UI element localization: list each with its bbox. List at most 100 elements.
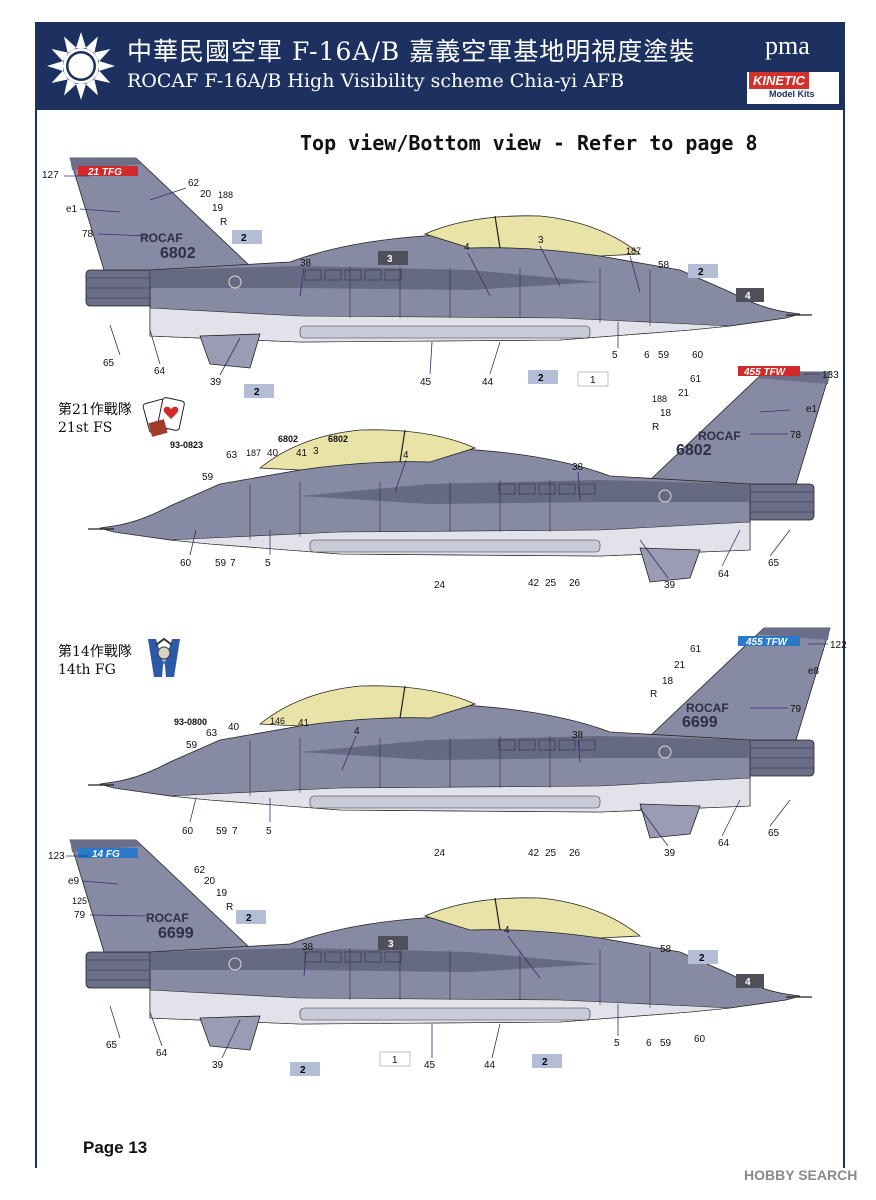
- callout-127: 127: [42, 170, 59, 181]
- callout-41: 41: [296, 448, 308, 459]
- decal-box-2: 2: [538, 373, 544, 384]
- callout-20: 20: [200, 189, 212, 200]
- callout-18: 18: [662, 676, 674, 687]
- unit-cn: 第14作戰隊: [58, 644, 132, 660]
- callout-e8: e8: [808, 666, 820, 677]
- callout-4: 4: [464, 242, 470, 253]
- callout-188: 188: [218, 190, 233, 200]
- svg-text:pma: pma: [765, 31, 810, 60]
- callout-122: 122: [830, 640, 847, 651]
- aircraft-4-tail-stripe: [78, 848, 138, 858]
- callout-r: R: [220, 217, 227, 228]
- subtitle-view-reference: Top view/Bottom view - Refer to page 8: [300, 131, 758, 155]
- aircraft-1-tail-text: 21 TFG: [87, 167, 122, 178]
- callout-7: 7: [230, 558, 236, 569]
- callout-38: 38: [302, 942, 314, 953]
- aircraft-4-tail-text: 14 FG: [92, 849, 120, 860]
- callout-62: 62: [194, 865, 206, 876]
- callout-58: 58: [658, 260, 670, 271]
- aircraft-4-rocaf: ROCAF: [146, 911, 189, 925]
- title-chinese: 中華民國空軍 F-16A/B 嘉義空軍基地明視度塗裝: [127, 37, 696, 66]
- title-english: ROCAF F-16A/B High Visibility scheme Chi…: [127, 70, 625, 92]
- callout-3: 3: [313, 446, 319, 457]
- roc-sun-emblem-icon: [47, 32, 115, 100]
- left-border-line: [35, 110, 37, 1168]
- callout-61: 61: [690, 374, 702, 385]
- callout-187: 187: [246, 448, 261, 458]
- callout-serial: 93-0823: [170, 440, 203, 450]
- callout-41: 41: [298, 718, 310, 729]
- callout-61: 61: [690, 644, 702, 655]
- aircraft-1-profile: 21 TFG ROCAF 6802 127 62 20 188 19 R e1 …: [42, 157, 813, 398]
- aircraft-3-number: 6699: [682, 714, 718, 731]
- callout-5: 5: [265, 558, 271, 569]
- callout-64: 64: [718, 569, 730, 580]
- callout-4: 4: [504, 925, 510, 936]
- callout-24: 24: [434, 848, 446, 859]
- callout-39: 39: [212, 1060, 224, 1071]
- callout-25: 25: [545, 848, 557, 859]
- callout-44: 44: [484, 1060, 496, 1071]
- header-banner: 中華民國空軍 F-16A/B 嘉義空軍基地明視度塗裝 ROCAF F-16A/B…: [35, 22, 845, 110]
- callout-45: 45: [420, 377, 432, 388]
- callout-24: 24: [434, 580, 446, 591]
- decal-box-2: 2: [542, 1057, 548, 1068]
- aircraft-1-number: 6802: [160, 245, 196, 262]
- callout-63: 63: [206, 728, 218, 739]
- 14fg-indian-chief-emblem: [144, 637, 184, 679]
- callout-e1: e1: [66, 204, 78, 215]
- callout-6: 6: [644, 350, 650, 361]
- callout-59: 59: [660, 1038, 672, 1049]
- right-border-line: [843, 110, 845, 1168]
- aircraft-3-tail-stripe: [738, 636, 800, 646]
- callout-60: 60: [694, 1034, 706, 1045]
- aircraft-1-tail-stripe: [78, 166, 138, 176]
- callout-65: 65: [768, 828, 780, 839]
- callout-6802: 6802: [328, 434, 348, 444]
- callout-60: 60: [180, 558, 192, 569]
- callout-serial: 93-0800: [174, 717, 207, 727]
- callout-38: 38: [572, 730, 584, 741]
- unit-label-14fg: 第14作戰隊 14th FG: [58, 643, 132, 679]
- callout-26: 26: [569, 848, 581, 859]
- callout-39: 39: [664, 580, 676, 591]
- callout-38: 38: [572, 462, 584, 473]
- callout-20: 20: [204, 876, 216, 887]
- callout-r: R: [650, 689, 657, 700]
- kinetic-logo-text: KINETIC: [749, 72, 809, 89]
- 21fs-playing-card-emblem: [142, 397, 185, 437]
- callout-146: 146: [270, 716, 285, 726]
- callout-38: 38: [300, 258, 312, 269]
- decal-box-3: 3: [387, 254, 393, 265]
- aircraft-1-rocaf: ROCAF: [140, 231, 183, 245]
- callout-64: 64: [718, 838, 730, 849]
- pma-logo: pma: [765, 31, 810, 60]
- callout-65: 65: [103, 358, 115, 369]
- callout-58: 58: [660, 944, 672, 955]
- callout-6: 6: [646, 1038, 652, 1049]
- callout-40: 40: [228, 722, 240, 733]
- callout-25: 25: [545, 578, 557, 589]
- callout-21: 21: [674, 660, 686, 671]
- callout-5: 5: [612, 350, 618, 361]
- unit-cn: 第21作戰隊: [58, 402, 132, 418]
- aircraft-3-tail-text: 455 TFW: [745, 637, 789, 648]
- callout-r: R: [226, 902, 233, 913]
- decal-box-2: 2: [698, 267, 704, 278]
- callout-19: 19: [216, 888, 228, 899]
- aircraft-3-rocaf: ROCAF: [686, 701, 729, 715]
- callout-59: 59: [658, 350, 670, 361]
- callout-3: 3: [538, 235, 544, 246]
- unit-en: 14th FG: [58, 662, 116, 678]
- callout-26: 26: [569, 578, 581, 589]
- callout-42: 42: [528, 848, 540, 859]
- callout-63: 63: [226, 450, 238, 461]
- callout-78: 78: [82, 229, 94, 240]
- kinetic-logo: KINETIC Model Kits: [747, 72, 839, 104]
- callout-40: 40: [267, 448, 279, 459]
- callout-4: 4: [403, 450, 409, 461]
- callout-6802: 6802: [278, 434, 298, 444]
- decal-box-4: 4: [745, 291, 751, 302]
- page-number: Page 13: [83, 1138, 148, 1157]
